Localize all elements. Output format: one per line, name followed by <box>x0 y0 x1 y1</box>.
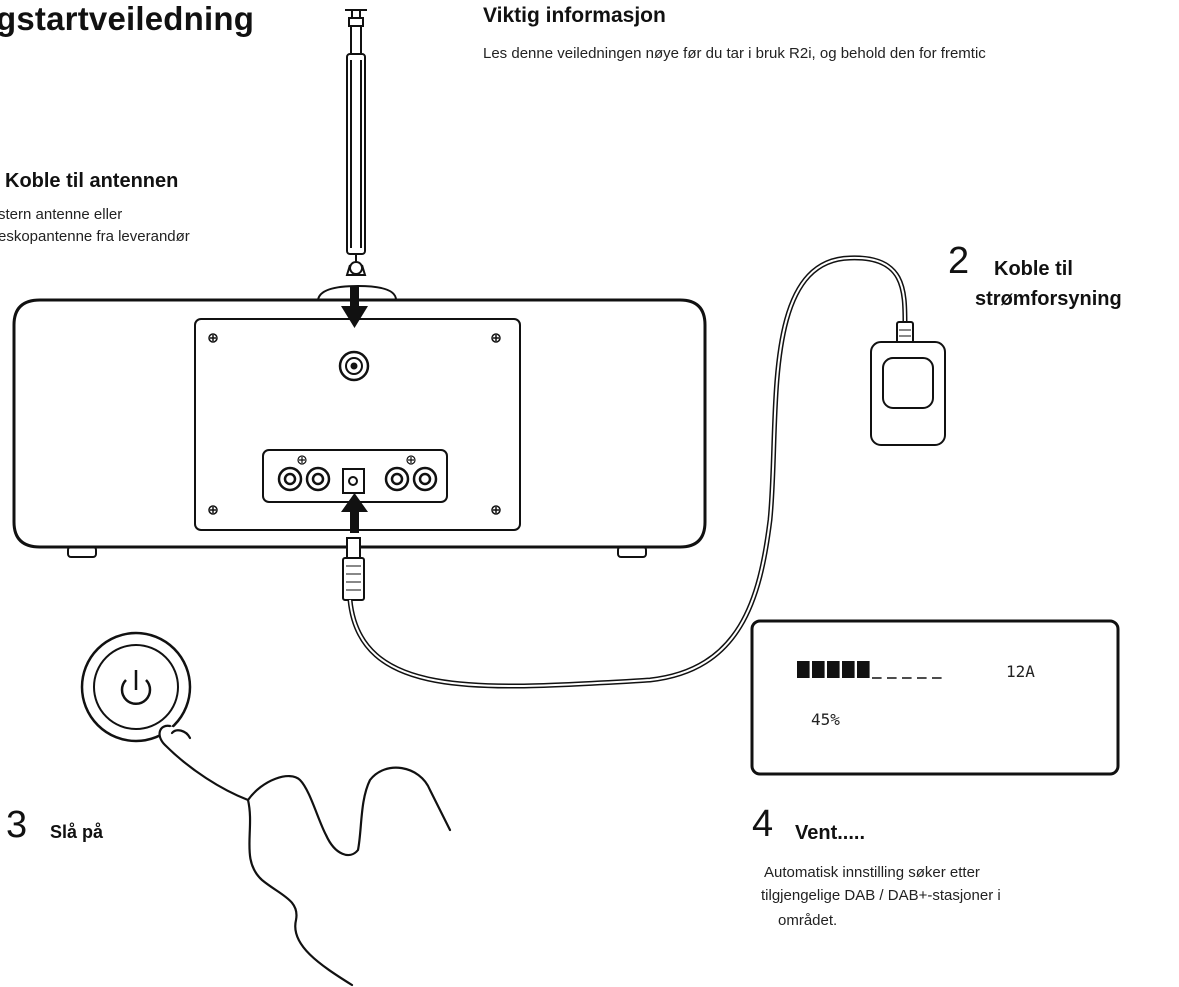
step1-heading: Koble til antennen <box>5 170 179 192</box>
lcd-display <box>750 619 1120 776</box>
step2-number: 2 <box>948 240 970 282</box>
progress-block-filled <box>842 661 855 678</box>
step1-line2: eskopantenne fra leverandør <box>0 228 190 245</box>
step4-line1: Automatisk innstilling søker etter <box>764 864 980 881</box>
info-heading: Viktig informasjon <box>483 4 666 27</box>
power-adapter-icon <box>870 321 946 446</box>
arrow-down-icon <box>341 286 368 328</box>
progress-bar <box>797 661 942 679</box>
page-title: gstartveiledning <box>0 0 255 37</box>
step3-heading: Slå på <box>50 822 104 842</box>
step2-heading-line1: Koble til <box>994 258 1073 280</box>
lcd-channel: 12A <box>1006 662 1035 681</box>
step2-heading-line2: strømforsyning <box>975 288 1122 310</box>
progress-block-filled <box>827 661 840 678</box>
power-cable <box>342 255 908 689</box>
radio-icon <box>12 284 707 558</box>
step1-line1: stern antenne eller <box>0 206 123 223</box>
step4-line2: tilgjengelige DAB / DAB+-stasjoner i <box>761 887 1001 904</box>
progress-block-filled <box>812 661 825 678</box>
finger-icon <box>158 724 452 987</box>
antenna-icon <box>345 9 367 276</box>
arrow-up-icon <box>341 493 368 533</box>
step4-heading: Vent..... <box>795 822 866 844</box>
step4-line3: området. <box>778 912 838 929</box>
step3-number: 3 <box>6 804 28 846</box>
progress-block-filled <box>857 661 870 678</box>
power-button-icon <box>80 631 192 743</box>
step4-number: 4 <box>752 803 774 845</box>
info-text: Les denne veiledningen nøye før du tar i… <box>483 45 986 62</box>
progress-block-filled <box>797 661 810 678</box>
lcd-progress-text: 45% <box>811 710 840 729</box>
